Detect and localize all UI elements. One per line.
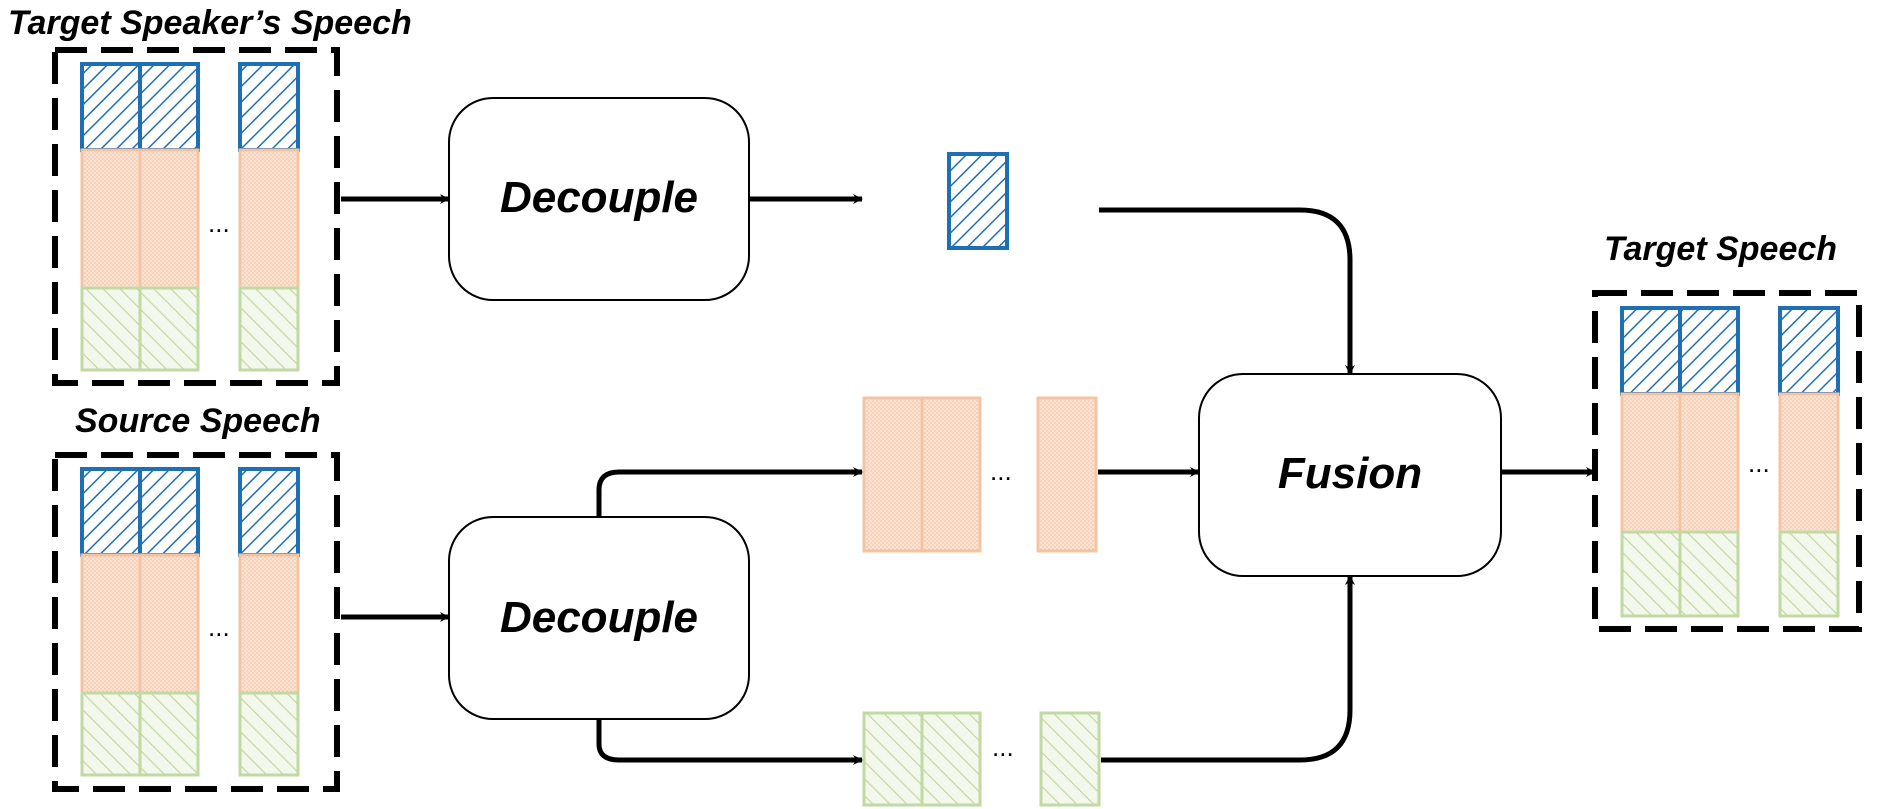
content-block	[238, 553, 300, 695]
timbre-block	[1678, 306, 1740, 396]
ellipsis: ...	[208, 208, 230, 238]
target-speaker-frames	[80, 62, 300, 372]
fusion-label: Fusion	[1278, 449, 1422, 498]
ellipsis: ...	[208, 612, 230, 642]
arrow-decouple-to-content	[596, 467, 863, 517]
prosody-block	[1778, 530, 1840, 618]
timbre-block	[80, 467, 142, 557]
arrow-decouple-to-prosody	[596, 719, 863, 765]
extracted-timbre-block	[947, 152, 1009, 250]
ellipsis: ...	[1748, 448, 1770, 478]
timbre-block	[238, 62, 300, 152]
content-block	[1678, 392, 1740, 534]
target-speech-group: ...	[1592, 290, 1862, 632]
content-block	[80, 553, 142, 695]
extracted-content-blocks: ...	[862, 396, 1098, 553]
timbre-block	[1778, 306, 1840, 396]
decouple-bottom-module: Decouple	[448, 516, 750, 720]
prosody-block	[80, 691, 142, 777]
prosody-block	[238, 691, 300, 777]
content-block	[138, 148, 200, 290]
arrow-prosody-to-fusion	[1101, 575, 1355, 763]
content-block	[80, 148, 142, 290]
arrow-timbre-to-fusion	[1099, 207, 1355, 375]
target-speaker-speech-label: Target Speaker’s Speech	[8, 4, 412, 42]
ellipsis: ...	[990, 456, 1012, 486]
prosody-block	[138, 691, 200, 777]
decouple-top-label: Decouple	[500, 173, 698, 222]
target-speaker-speech-frame	[52, 47, 340, 386]
prosody-block	[138, 286, 200, 372]
arrows	[341, 194, 1596, 765]
content-block	[1036, 396, 1098, 553]
timbre-block	[138, 62, 200, 152]
content-block	[1620, 392, 1682, 534]
source-speech-frame	[52, 452, 340, 792]
extracted-prosody-blocks: ...	[862, 711, 1101, 807]
content-block	[1778, 392, 1840, 534]
target-speech-label: Target Speech	[1604, 230, 1837, 268]
content-block	[862, 396, 924, 553]
fusion-module: Fusion	[1198, 373, 1502, 577]
content-block	[238, 148, 300, 290]
timbre-block	[138, 467, 200, 557]
source-speech-label: Source Speech	[75, 402, 321, 440]
timbre-block	[238, 467, 300, 557]
target-speech-frames	[1620, 306, 1840, 618]
decouple-bottom-label: Decouple	[500, 593, 698, 642]
source-speech-frames	[80, 467, 300, 777]
timbre-block	[80, 62, 142, 152]
ellipsis: ...	[992, 732, 1014, 762]
prosody-block	[80, 286, 142, 372]
content-block	[920, 396, 982, 553]
decouple-top-module: Decouple	[448, 97, 750, 301]
target-speaker-speech-group: ...	[52, 47, 340, 386]
timbre-block	[1620, 306, 1682, 396]
prosody-block	[862, 711, 924, 807]
prosody-block	[920, 711, 982, 807]
content-block	[138, 553, 200, 695]
prosody-block	[1039, 711, 1101, 807]
target-speech-frame	[1592, 290, 1862, 632]
prosody-block	[238, 286, 300, 372]
prosody-block	[1678, 530, 1740, 618]
source-speech-group: ...	[52, 452, 340, 792]
prosody-block	[1620, 530, 1682, 618]
